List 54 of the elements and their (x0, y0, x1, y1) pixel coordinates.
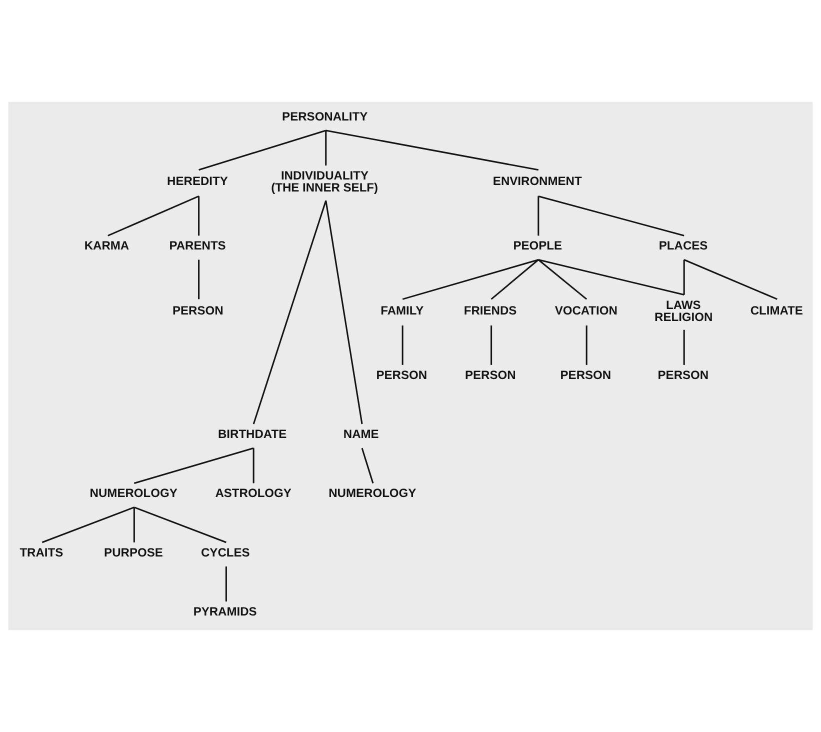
connector (490, 325, 492, 365)
connector (325, 200, 363, 424)
connector (586, 325, 588, 365)
node-text: FAMILY (380, 303, 424, 318)
node-text: FRIENDS (464, 303, 517, 318)
node-text: PEOPLE (513, 238, 562, 253)
connector (538, 196, 540, 236)
node-text: PERSON (560, 368, 612, 382)
node-text: PARENTS (169, 238, 226, 253)
node-text: HEREDITY (167, 174, 228, 188)
connector (361, 448, 374, 484)
connector (42, 506, 134, 544)
node-text: INDIVIDUALITY (THE INNER SELF) (271, 168, 378, 195)
connector (490, 259, 539, 300)
connector (252, 448, 254, 484)
node-text: PERSON (376, 368, 428, 382)
connector (198, 130, 326, 171)
node-text: ASTROLOGY (215, 486, 292, 500)
node-text: CLIMATE (750, 303, 803, 318)
connector (538, 195, 684, 236)
node-text: CYCLES (201, 545, 250, 560)
node-text: NAME (343, 427, 379, 442)
connector (198, 260, 200, 300)
connector (225, 566, 227, 602)
connector (683, 260, 685, 295)
node-text: KARMA (84, 238, 130, 253)
connector (326, 130, 539, 171)
connector (325, 130, 327, 166)
node-text: PLACES (658, 238, 708, 253)
connector (198, 196, 200, 236)
connector (402, 259, 539, 300)
connector (134, 447, 254, 484)
node-text: PERSON (172, 303, 224, 318)
node-text: PERSON (465, 368, 516, 382)
connector (538, 259, 588, 300)
node-text: TRAITS (20, 545, 64, 560)
connector (402, 325, 404, 365)
node-text: PURPOSE (104, 545, 163, 560)
node-text: NUMEROLOGY (328, 486, 416, 500)
node-text: ENVIRONMENT (492, 174, 582, 188)
connector (108, 196, 200, 236)
node-text: VOCATION (554, 303, 618, 318)
connector (134, 506, 226, 544)
node-text: BIRTHDATE (218, 427, 287, 442)
connector (683, 330, 685, 365)
connector (133, 507, 135, 542)
node-text: NUMEROLOGY (90, 486, 178, 500)
node-text: PERSONALITY (282, 109, 368, 124)
connector (684, 259, 778, 300)
node-text: PYRAMIDS (193, 604, 257, 619)
node-text: PERSON (658, 368, 709, 382)
node-text: LAWS RELIGION (654, 298, 713, 324)
connector (252, 200, 327, 424)
connector (538, 259, 684, 296)
